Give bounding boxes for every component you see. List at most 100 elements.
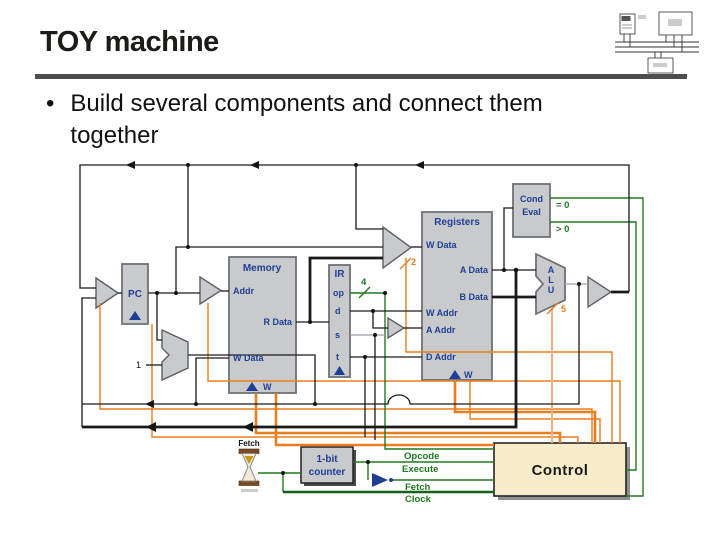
arrowhead-left	[146, 422, 156, 432]
wire-junctions	[155, 163, 581, 475]
junction-dot	[174, 291, 178, 295]
ir-register-box	[328, 264, 351, 378]
memory-rdata-pin: R Data	[263, 317, 293, 327]
clock-input-markers	[129, 311, 461, 487]
page-title: TOY machine	[40, 26, 219, 58]
wire-black	[81, 297, 96, 427]
ir-clock-triangle	[334, 366, 345, 375]
bus-width-slash	[546, 302, 559, 315]
one-bit-counter-box	[300, 446, 354, 484]
arrowhead-left	[250, 161, 259, 169]
eq-zero-wire	[550, 197, 644, 497]
mux-bus-width: 2	[411, 257, 416, 267]
memory-clock-triangle	[246, 382, 258, 391]
adder-const-label: 1	[136, 360, 141, 370]
arrowhead-left	[126, 161, 135, 169]
memory-addr-buffer	[199, 275, 223, 306]
alu-output-buffer	[587, 275, 613, 309]
wire-orange	[469, 380, 601, 443]
logo-lines	[622, 24, 632, 29]
arrowhead-left	[415, 161, 424, 169]
hourglass-sand	[244, 456, 254, 464]
pc-register-box	[121, 263, 149, 325]
logo-label-blob	[653, 63, 667, 67]
bus-width-slash	[399, 257, 412, 270]
eq-zero-label: = 0	[556, 200, 569, 211]
alu-bus-width: 5	[561, 304, 566, 314]
junction-dot	[186, 245, 190, 249]
junction-dot	[308, 320, 312, 324]
junction-dot	[513, 267, 519, 273]
wire-orange-thick	[453, 380, 597, 443]
logo-bus-lines	[615, 41, 699, 53]
bullet-text: Build several components and connect the…	[70, 90, 543, 150]
hourglass-clock-icon	[238, 448, 260, 492]
pc-label: PC	[128, 289, 142, 300]
registers-title: Registers	[434, 217, 480, 228]
fetch-clock-label: Fetch	[238, 439, 259, 448]
clock-signal-label: Clock	[405, 494, 432, 505]
rdata-to-mux-wire	[308, 256, 383, 322]
alu-feedback-wire	[79, 164, 630, 292]
opcode-signal-label: Opcode	[404, 451, 439, 462]
registers-waddr-pin: W Addr	[426, 308, 458, 318]
arrowhead-left	[145, 400, 154, 408]
ir-t-pin: t	[336, 352, 339, 362]
bus-width-slash	[358, 286, 371, 299]
pc-clock-triangle	[129, 311, 141, 320]
op-bus-width: 4	[361, 277, 367, 288]
a-addr-buffer	[387, 316, 406, 340]
memory-box	[228, 256, 297, 394]
registers-daddr-pin: D Addr	[426, 352, 456, 362]
wire-orange	[207, 303, 621, 443]
wire-orange-thick	[254, 393, 562, 443]
junction-dot	[366, 460, 370, 464]
ir-d-pin: d	[335, 306, 341, 316]
execute-signal-label: Execute	[402, 464, 438, 475]
logo-connectors	[623, 34, 683, 58]
cond-eval-box	[512, 183, 551, 238]
orange-control-wires	[99, 257, 621, 447]
control-label: Control	[532, 462, 589, 479]
gt-zero-label: > 0	[556, 224, 569, 235]
fetch-signal-label: Fetch	[405, 482, 431, 493]
fetch-inverter-icon	[372, 473, 388, 487]
cond-eval-title-2: Eval	[522, 207, 541, 217]
alu-letter-u: U	[548, 285, 555, 295]
ir-op-pin: op	[333, 288, 344, 298]
junction-dot	[373, 333, 377, 337]
cond-eval-in-wire	[503, 207, 513, 270]
wire-orange-thick	[274, 393, 494, 447]
inverter-bubble	[389, 478, 393, 482]
junction-dot	[313, 402, 317, 406]
black-data-wires	[79, 164, 630, 440]
junction-dot	[155, 291, 159, 295]
memory-addr-pin: Addr	[233, 286, 254, 296]
memory-wdata-pin: W Data	[233, 353, 264, 363]
ir-title: IR	[335, 269, 346, 280]
green-signal-wires	[258, 197, 644, 497]
alu-letter-a: A	[548, 265, 555, 275]
flow-arrowheads	[126, 161, 424, 432]
junction-dot	[383, 291, 387, 295]
registers-w-pin: W	[464, 370, 473, 380]
registers-aaddr-pin: A Addr	[426, 325, 456, 335]
result-loop-wire	[82, 284, 580, 405]
wire-orange	[99, 303, 593, 443]
junction-dot	[502, 268, 506, 272]
hourglass-cap	[238, 480, 260, 486]
bullet-glyph: •	[46, 90, 55, 117]
alu-unit	[535, 252, 566, 316]
pc-input-buffer	[95, 276, 120, 310]
wire-orange	[405, 258, 613, 443]
memory-wdata-wire	[195, 357, 229, 404]
registers-bdata-pin: B Data	[459, 292, 489, 302]
junction-dot	[577, 282, 581, 286]
memory-title: Memory	[243, 263, 282, 274]
adder-out-wire	[188, 354, 316, 404]
adder-in-wire	[156, 293, 162, 341]
junction-dot	[354, 163, 358, 167]
ir-s-pin: s	[335, 330, 340, 340]
junction-dot	[371, 309, 375, 313]
